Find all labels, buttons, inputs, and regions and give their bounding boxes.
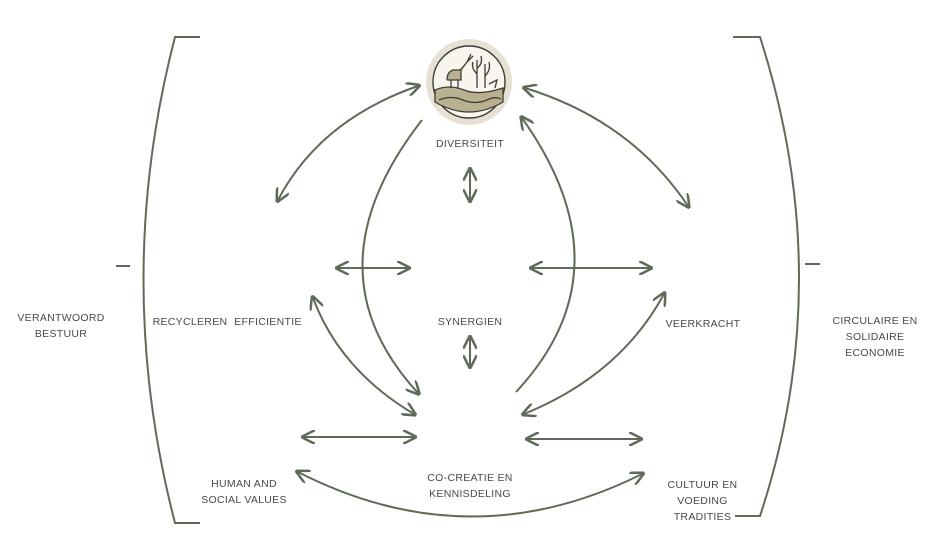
arrow-efficientie-cocreatie [313,298,414,414]
arrow-human-cultuur [298,472,642,518]
arrow-diversiteit-cocreatie-left [361,119,423,393]
arrow-veerkracht-cocreatie [524,294,664,414]
label-recycleren: RECYCLEREN [152,316,228,328]
label-synergien: SYNERGIEN [437,316,503,328]
arrow-diversiteit-efficientie [278,86,418,200]
label-veerkracht: VEERKRACHT [665,318,741,330]
label-efficientie: EFFICIENTIE [234,316,302,328]
label-circulaire: CIRCULAIRE EN SOLIDAIRE ECONOMIE [832,315,918,359]
goat-plants-water-icon [434,53,504,113]
right-bracket [733,36,820,517]
node-diversiteit [426,39,512,125]
arrow-diversiteit-veerkracht [525,88,688,206]
label-diversiteit: DIVERSITEIT [435,138,505,150]
label-bestuur: VERANTWOORD BESTUUR [17,312,105,340]
label-cultuur: CULTUUR EN VOEDING TRADITIES [667,479,738,523]
label-cocreatie: CO-CREATIE EN KENNISDELING [427,472,513,500]
label-human: HUMAN AND SOCIAL VALUES [201,478,287,506]
left-bracket [116,36,200,524]
arrow-cocreatie-diversiteit-right [515,118,576,393]
